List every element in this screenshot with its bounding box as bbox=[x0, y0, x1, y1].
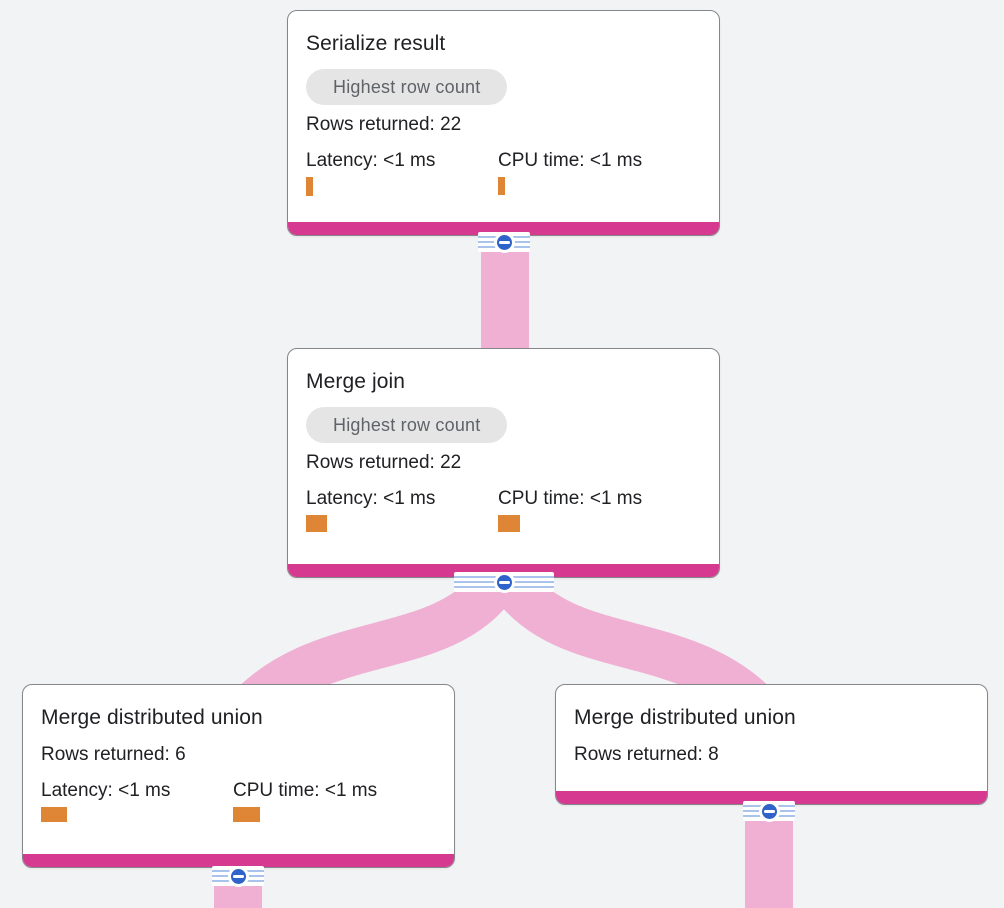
node-footer-bar bbox=[288, 564, 719, 577]
highest-row-count-badge: Highest row count bbox=[306, 407, 508, 443]
node-title: Merge join bbox=[306, 370, 406, 393]
minus-circle-icon bbox=[758, 800, 780, 822]
metrics-row: Latency: <1 ms CPU time: <1 ms bbox=[41, 779, 436, 822]
node-title: Merge distributed union bbox=[41, 706, 263, 729]
cpu-time-label: CPU time: <1 ms bbox=[233, 780, 378, 801]
minus-glyph bbox=[498, 580, 510, 584]
minus-glyph bbox=[498, 240, 510, 244]
plan-node-serialize-result[interactable]: Serialize result Highest row count Rows … bbox=[287, 10, 720, 236]
cpu-time-bar bbox=[233, 807, 260, 822]
cpu-time-label: CPU time: <1 ms bbox=[498, 488, 643, 509]
node-title: Serialize result bbox=[306, 32, 446, 55]
minus-circle-icon bbox=[493, 571, 515, 593]
latency-bar bbox=[306, 177, 313, 196]
latency-metric: Latency: <1 ms bbox=[306, 149, 498, 196]
cpu-time-bar bbox=[498, 177, 505, 195]
plan-node-merge-join[interactable]: Merge join Highest row count Rows return… bbox=[287, 348, 720, 578]
cpu-time-metric: CPU time: <1 ms bbox=[233, 779, 425, 822]
rows-returned-text: Rows returned: 6 bbox=[41, 744, 186, 765]
highest-row-count-badge: Highest row count bbox=[306, 69, 508, 105]
cpu-time-label: CPU time: <1 ms bbox=[498, 150, 643, 171]
metrics-row: Latency: <1 ms CPU time: <1 ms bbox=[306, 487, 701, 532]
plan-node-merge-distributed-union-right[interactable]: Merge distributed union Rows returned: 8 bbox=[555, 684, 988, 805]
node-footer-bar bbox=[23, 854, 454, 867]
node-title: Merge distributed union bbox=[574, 706, 796, 729]
collapse-node-button-merge-join[interactable] bbox=[454, 571, 554, 593]
collapse-node-button-serialize[interactable] bbox=[478, 231, 530, 253]
minus-glyph bbox=[232, 874, 244, 878]
latency-metric: Latency: <1 ms bbox=[41, 779, 233, 822]
cpu-time-metric: CPU time: <1 ms bbox=[498, 149, 690, 196]
cpu-time-metric: CPU time: <1 ms bbox=[498, 487, 690, 532]
minus-circle-icon bbox=[227, 865, 249, 887]
minus-circle-icon bbox=[493, 231, 515, 253]
latency-metric: Latency: <1 ms bbox=[306, 487, 498, 532]
latency-label: Latency: <1 ms bbox=[41, 780, 171, 801]
cpu-time-bar bbox=[498, 515, 520, 532]
node-footer-bar bbox=[288, 222, 719, 235]
rows-returned-text: Rows returned: 22 bbox=[306, 452, 462, 473]
minus-glyph bbox=[763, 809, 775, 813]
metrics-row: Latency: <1 ms CPU time: <1 ms bbox=[306, 149, 701, 196]
latency-label: Latency: <1 ms bbox=[306, 150, 436, 171]
rows-returned-text: Rows returned: 22 bbox=[306, 114, 462, 135]
collapse-node-button-mdu-right[interactable] bbox=[743, 800, 795, 822]
plan-node-merge-distributed-union-left[interactable]: Merge distributed union Rows returned: 6… bbox=[22, 684, 455, 868]
latency-bar bbox=[306, 515, 327, 532]
latency-bar bbox=[41, 807, 67, 822]
collapse-node-button-mdu-left[interactable] bbox=[212, 865, 264, 887]
latency-label: Latency: <1 ms bbox=[306, 488, 436, 509]
node-footer-bar bbox=[556, 791, 987, 804]
rows-returned-text: Rows returned: 8 bbox=[574, 744, 719, 765]
